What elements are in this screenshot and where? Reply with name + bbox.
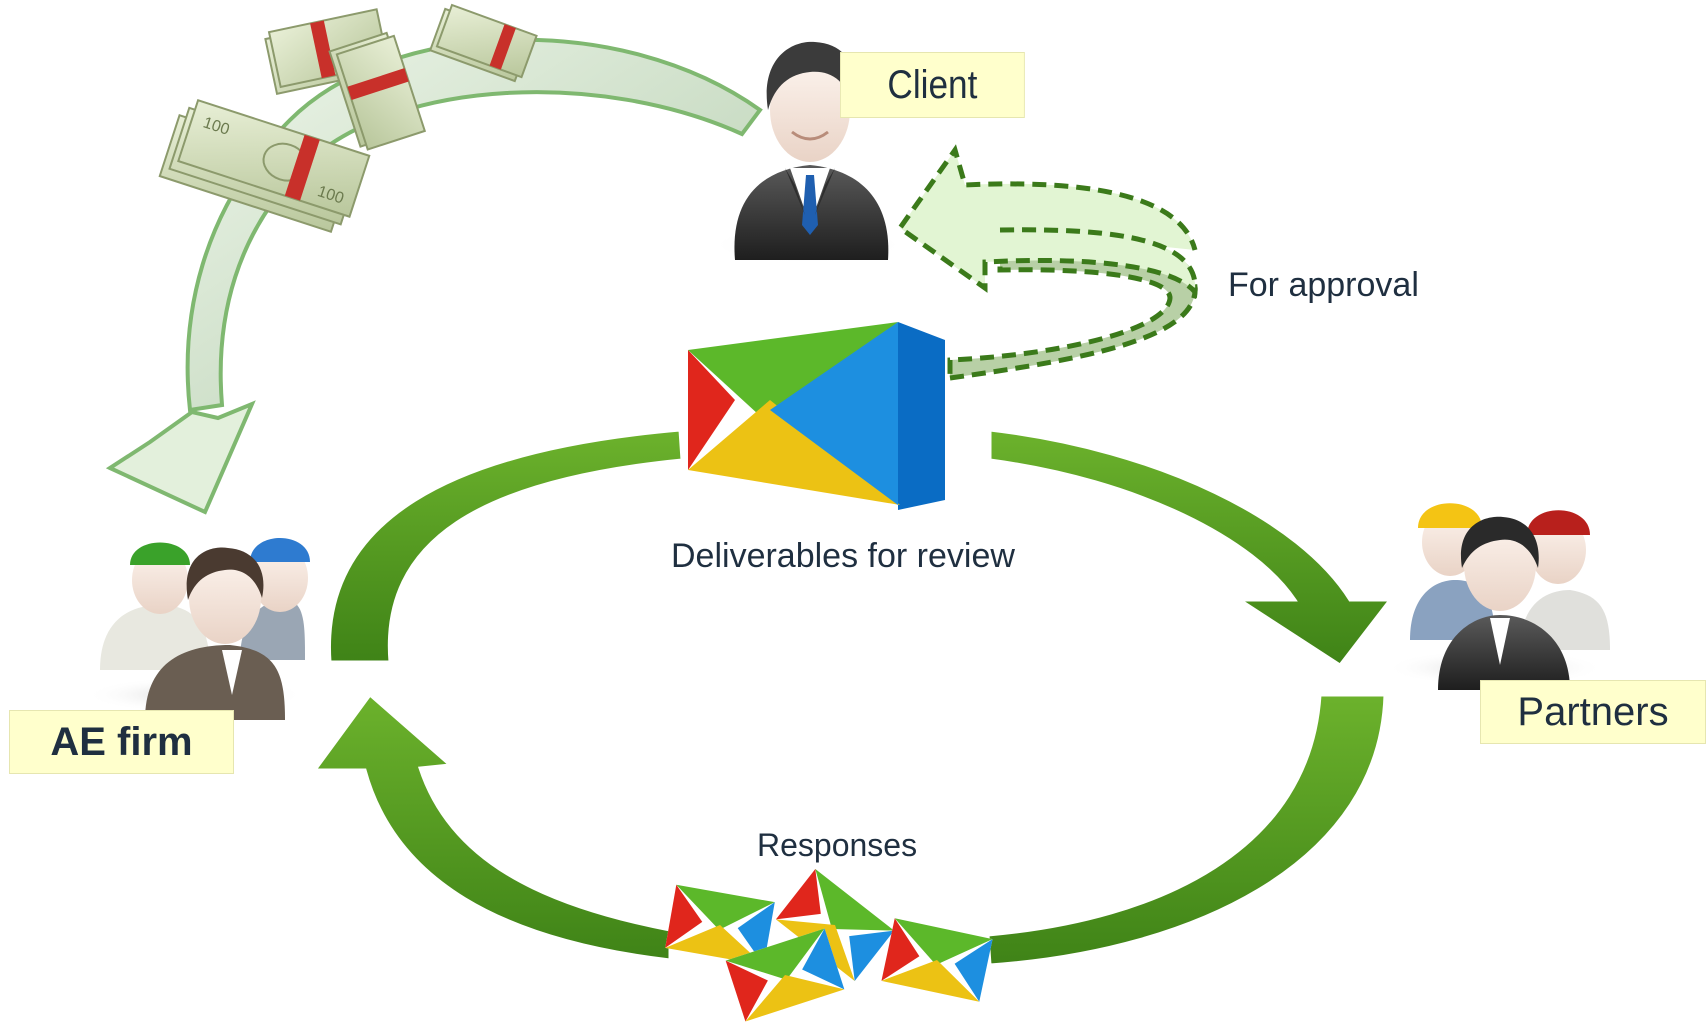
cycle-arrows: [312, 428, 1394, 967]
for-approval-label: For approval: [1228, 266, 1419, 304]
partners-label: Partners: [1480, 680, 1706, 744]
responses-label: Responses: [757, 827, 918, 863]
ae-firm-team-icon: [85, 538, 310, 720]
ae-firm-label: AE firm: [9, 710, 234, 774]
deliverable-envelope-icon: [688, 322, 945, 510]
responses-envelopes-icon: [665, 869, 993, 1022]
deliverables-label: Deliverables for review: [671, 537, 1015, 575]
client-businessman-icon: [713, 41, 903, 263]
money-icon: 100 100: [158, 3, 538, 233]
partners-team-icon: [1385, 503, 1610, 690]
approval-arrow: [896, 144, 1198, 381]
client-label: Client: [840, 52, 1025, 118]
